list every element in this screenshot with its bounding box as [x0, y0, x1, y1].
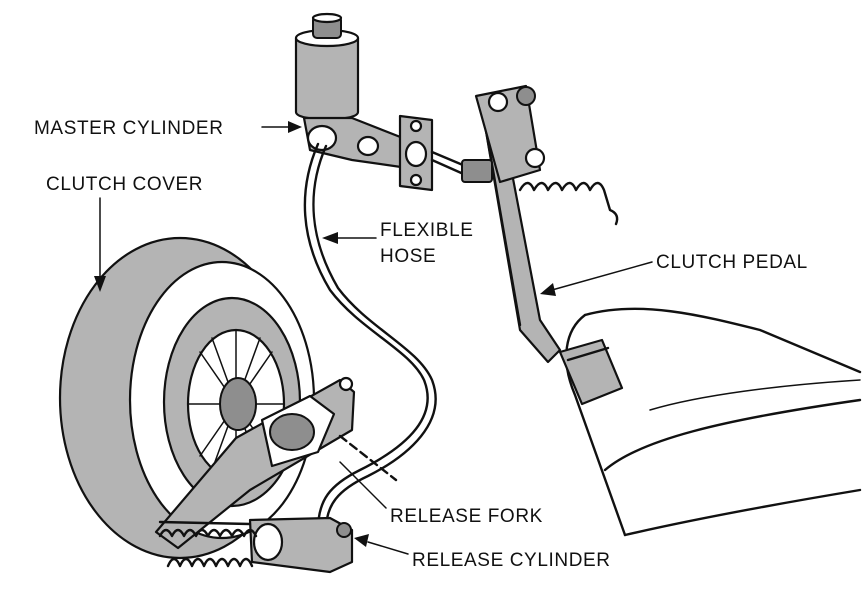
flexible-hose-arrow-icon	[322, 232, 338, 244]
clutch-cover-arrow-icon	[94, 276, 106, 292]
clutch-pedal-drawing	[474, 84, 624, 406]
label-clutch-cover: CLUTCH COVER	[46, 174, 203, 195]
master-cylinder-drawing	[294, 12, 493, 192]
release-fork-drawing	[154, 376, 398, 550]
clutch-pedal-arrow-icon	[540, 283, 556, 296]
callout-labels: MASTER CYLINDER CLUTCH COVER FLEXIBLE HO…	[34, 118, 808, 571]
release-cylinder-arrow-icon	[354, 534, 369, 547]
label-flexible-hose-line2: HOSE	[380, 246, 436, 267]
label-release-fork: RELEASE FORK	[390, 506, 543, 527]
flexible-hose-drawing	[303, 142, 437, 532]
master-cylinder-arrow-icon	[288, 121, 302, 133]
release-cylinder-leader	[367, 541, 409, 555]
clutch-pedal-leader	[551, 261, 653, 291]
label-release-cylinder: RELEASE CYLINDER	[412, 550, 611, 571]
release-fork-leader	[339, 461, 387, 509]
leader-lines	[94, 121, 653, 555]
release-cylinder-drawing	[158, 516, 354, 574]
label-clutch-pedal: CLUTCH PEDAL	[656, 252, 808, 273]
label-flexible-hose-line1: FLEXIBLE	[380, 220, 474, 241]
label-master-cylinder: MASTER CYLINDER	[34, 118, 224, 139]
floor-panel-drawing	[565, 307, 862, 537]
